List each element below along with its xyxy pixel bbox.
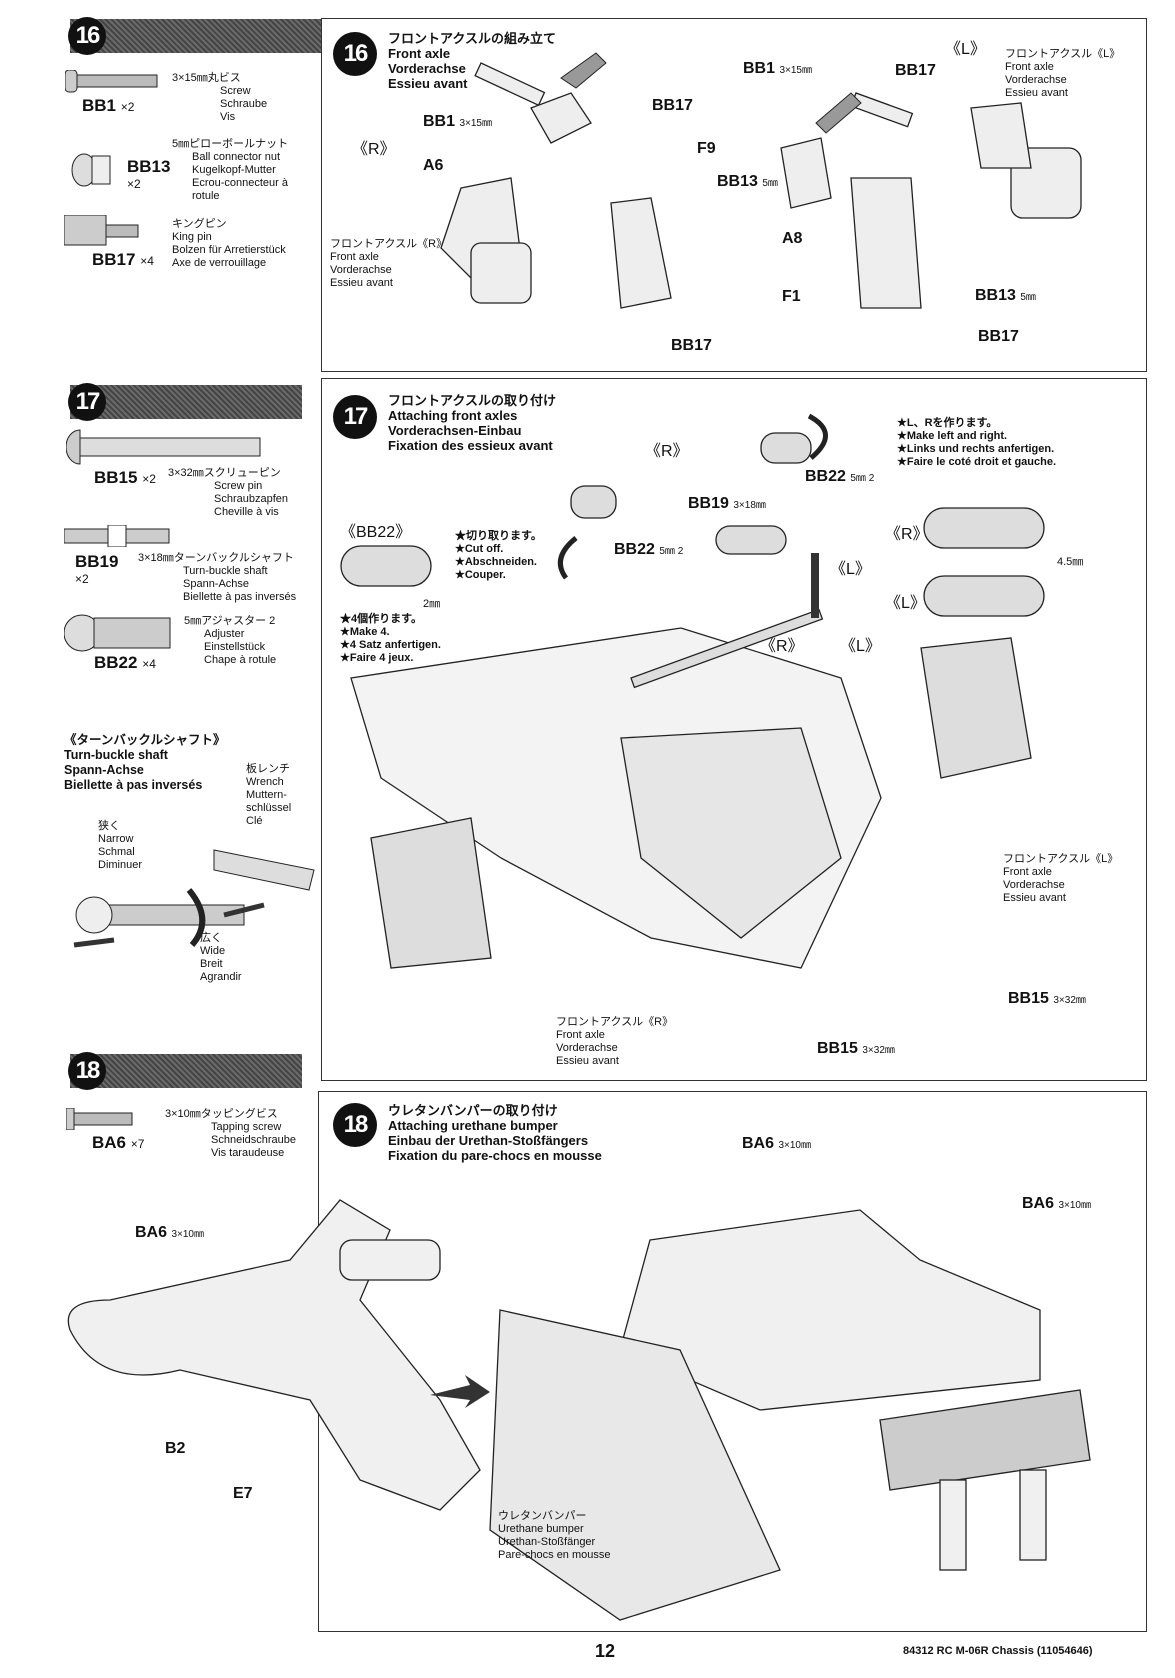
step17-r-lower: 《R》 xyxy=(760,638,804,655)
step17-cut-note: ★切り取ります。★Cut off.★Abschneiden.★Couper. xyxy=(455,530,542,581)
step17-panel xyxy=(321,378,1147,1081)
step16-bb13-r: BB13 5㎜ xyxy=(717,173,778,190)
bb1-screw-icon xyxy=(65,70,158,93)
bb13-label: BB13×2 xyxy=(127,157,171,191)
step17-bb22-section: 《BB22》 xyxy=(340,524,412,541)
ba6-label: BA6 ×7 xyxy=(92,1133,145,1152)
wrench-illustration xyxy=(73,849,315,948)
step16-f1: F1 xyxy=(782,288,801,305)
step18-panel-badge: 18 xyxy=(333,1103,377,1147)
step18-ba6-top: BA6 3×10㎜ xyxy=(742,1135,811,1152)
page-number: 12 xyxy=(595,1641,616,1661)
step16-panel-badge: 16 xyxy=(333,32,377,76)
step16-bb1-l: BB1 3×15㎜ xyxy=(743,60,812,77)
bb19-turnbuckle-icon xyxy=(64,525,170,547)
step17-r-right: 《R》 xyxy=(885,526,929,543)
ba6-tapping-screw-icon xyxy=(66,1108,133,1130)
step18-parts-header xyxy=(70,1054,302,1088)
step17-l-right: 《L》 xyxy=(885,595,926,612)
step18-b2: B2 xyxy=(165,1440,186,1457)
step17-r-top: 《R》 xyxy=(645,443,689,460)
step17-bb15-bottom: BB15 3×32㎜ xyxy=(817,1040,895,1057)
bb19-label: BB19×2 xyxy=(75,552,119,586)
step18-diagram xyxy=(67,1199,1091,1621)
step17-bb15-right: BB15 3×32㎜ xyxy=(1008,990,1086,1007)
step16-bb17-r: BB17 xyxy=(652,97,693,114)
step18-ba6-left: BA6 3×10㎜ xyxy=(135,1224,204,1241)
step16-a8: A8 xyxy=(782,230,803,247)
step17-panel-badge: 17 xyxy=(333,395,377,439)
step16-bb13-l: BB13 5㎜ xyxy=(975,287,1036,304)
step17-make4-note: ★4個作ります。★Make 4.★4 Satz anfertigen.★Fair… xyxy=(340,613,441,664)
step17-badge: 17 xyxy=(68,383,106,421)
step17-bb19: BB19 3×18㎜ xyxy=(688,495,766,512)
bb1-label: BB1 ×2 xyxy=(82,96,135,115)
step16-f9: F9 xyxy=(697,140,716,157)
bb22-label: BB22 ×4 xyxy=(94,653,156,672)
step17-diagram xyxy=(340,413,1045,969)
step17-l-lower: 《L》 xyxy=(840,638,881,655)
bb13-nut-icon xyxy=(71,153,111,187)
step16-bb1-r: BB1 3×15㎜ xyxy=(423,113,492,130)
footer-model: 84312 RC M-06R Chassis (11054646) xyxy=(903,1645,1093,1657)
step18-badge: 18 xyxy=(68,1052,106,1090)
bb17-label: BB17 ×4 xyxy=(92,250,154,269)
step17-bb22-top: BB22 5㎜ 2 xyxy=(805,468,875,485)
bb17-kingpin-icon xyxy=(64,215,139,246)
step16-panel xyxy=(321,18,1147,372)
step16-r-marker: 《R》 xyxy=(352,141,396,158)
step18-ba6-right: BA6 3×10㎜ xyxy=(1022,1195,1091,1212)
bb22-adjuster-icon xyxy=(64,614,171,652)
step17-parts-header xyxy=(70,385,302,419)
step16-diagram xyxy=(440,52,1082,309)
bb15-screwpin-icon xyxy=(66,429,261,465)
step16-bb17-l-bottom: BB17 xyxy=(978,328,1019,345)
step18-e7: E7 xyxy=(233,1485,253,1502)
step16-a6: A6 xyxy=(423,157,444,174)
step16-bb17-l: BB17 xyxy=(895,62,936,79)
step17-bb22-mid: BB22 5㎜ 2 xyxy=(614,541,684,558)
step17-dim-4-5: 4.5㎜ xyxy=(1057,556,1084,568)
bb15-label: BB15 ×2 xyxy=(94,468,156,487)
step16-bb17-r-bottom: BB17 xyxy=(671,337,712,354)
step17-cut-dim: 2㎜ xyxy=(423,598,441,610)
step16-parts-header xyxy=(70,19,322,53)
step17-l-mid: 《L》 xyxy=(830,561,871,578)
step17-notes: ★L、Rを作ります。★Make left and right.★Links un… xyxy=(897,417,1057,468)
step16-badge: 16 xyxy=(68,17,106,55)
step16-l-marker: 《L》 xyxy=(945,41,986,58)
